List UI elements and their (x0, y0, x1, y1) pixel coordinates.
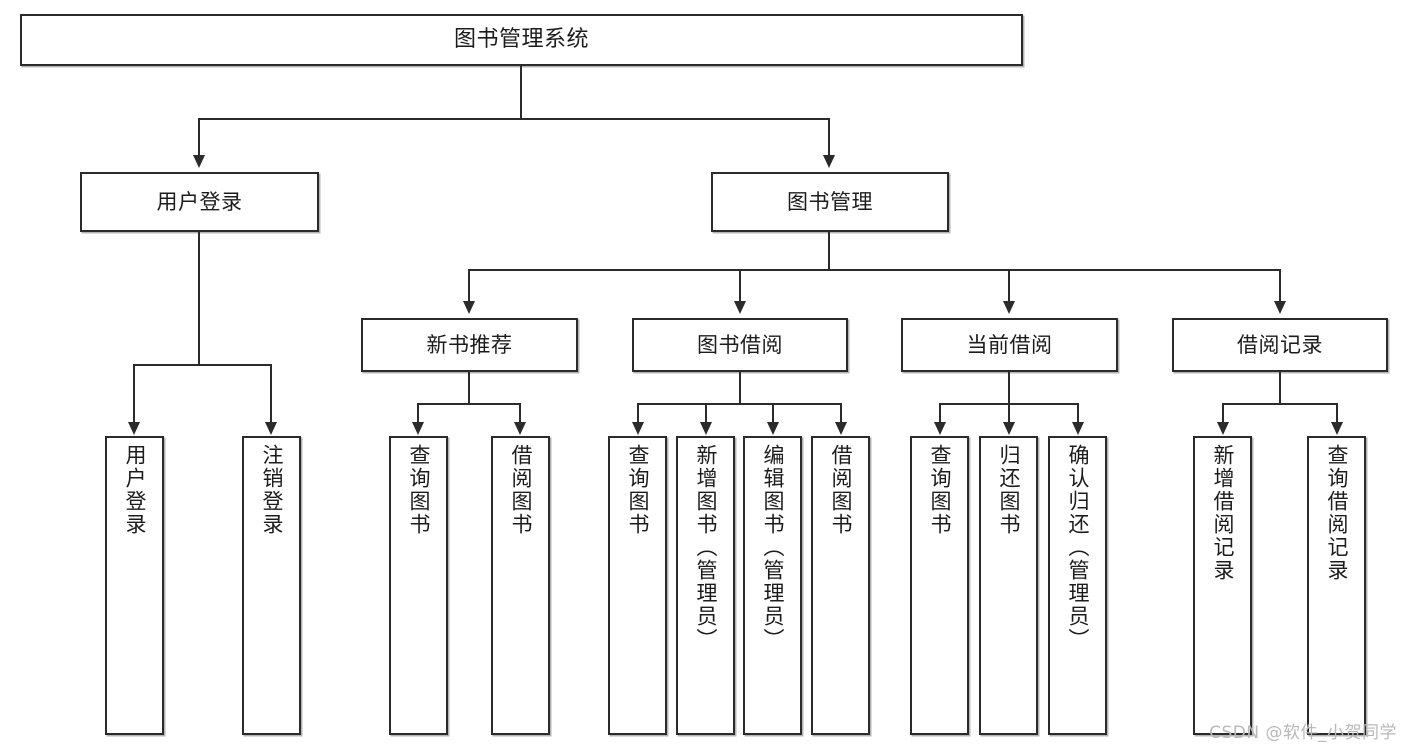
node-new-book-recommend[interactable]: 新书推荐 (361, 318, 578, 372)
arrow-to-book-manage (823, 155, 835, 168)
arrow-book-borrow-leaf-3 (767, 422, 779, 435)
leaf-borrow-record-query[interactable]: 查询借阅记录 (1307, 436, 1366, 735)
node-label: 用户登录 (123, 444, 147, 536)
leaf-new-book-borrow[interactable]: 借阅图书 (491, 436, 550, 735)
connector-current-borrow-leaf-2 (1008, 403, 1010, 422)
connector-book-borrow-leaf-4 (840, 403, 842, 422)
node-label: 确认归还（管理员） (1066, 444, 1090, 651)
connector-new-book-leaf-2 (519, 403, 521, 422)
node-label: 注销登录 (260, 444, 284, 536)
connector-root-stem (520, 66, 522, 119)
arrow-current-borrow-leaf-1 (934, 422, 946, 435)
leaf-book-borrow-query[interactable]: 查询图书 (608, 436, 667, 735)
arrow-borrow-record-leaf-2 (1331, 422, 1343, 435)
arrow-to-new-book (463, 301, 475, 314)
connector-borrow-record-leaf-2 (1336, 403, 1338, 422)
connector-root-bus (198, 118, 830, 120)
leaf-book-borrow-edit[interactable]: 编辑图书（管理员） (743, 436, 802, 735)
leaf-current-borrow-return[interactable]: 归还图书 (979, 436, 1038, 735)
node-label: 图书借阅 (697, 332, 783, 357)
leaf-current-borrow-confirm[interactable]: 确认归还（管理员） (1048, 436, 1107, 735)
connector-to-new-book (468, 269, 470, 301)
connector-borrow-record-stem (1279, 372, 1281, 404)
connector-user-login-stem (198, 232, 200, 365)
connector-to-borrow-record (1279, 269, 1281, 301)
node-label: 查询图书 (626, 444, 650, 536)
connector-book-manage-bus (468, 269, 1280, 271)
arrow-user-login-leaf-2 (265, 422, 277, 435)
node-label: 查询借阅记录 (1325, 444, 1349, 582)
arrow-to-user-login (193, 155, 205, 168)
node-label: 借阅图书 (829, 444, 853, 536)
arrow-book-borrow-leaf-4 (835, 422, 847, 435)
connector-to-book-manage (828, 118, 830, 155)
leaf-user-login-login[interactable]: 用户登录 (105, 436, 164, 735)
connector-borrow-record-bus (1222, 403, 1338, 405)
node-label: 用户登录 (156, 189, 243, 214)
leaf-new-book-query[interactable]: 查询图书 (389, 436, 448, 735)
leaf-book-borrow-borrow[interactable]: 借阅图书 (811, 436, 870, 735)
connector-book-borrow-leaf-1 (637, 403, 639, 422)
node-label: 归还图书 (997, 444, 1021, 536)
connector-book-borrow-bus (637, 403, 842, 405)
node-book-management[interactable]: 图书管理 (711, 172, 949, 232)
arrow-to-book-borrow (734, 301, 746, 314)
connector-new-book-bus (417, 403, 521, 405)
connector-to-current-borrow (1008, 269, 1010, 301)
arrow-current-borrow-leaf-2 (1003, 422, 1015, 435)
node-label: 查询图书 (928, 444, 952, 536)
connector-current-borrow-leaf-3 (1077, 403, 1079, 422)
node-label: 借阅记录 (1237, 332, 1323, 357)
arrow-user-login-leaf-1 (128, 422, 140, 435)
node-label: 编辑图书（管理员） (761, 444, 785, 651)
arrow-borrow-record-leaf-1 (1217, 422, 1229, 435)
node-book-borrow[interactable]: 图书借阅 (632, 318, 848, 372)
leaf-user-login-logout[interactable]: 注销登录 (242, 436, 301, 735)
arrow-to-current-borrow (1003, 301, 1015, 314)
node-current-borrow[interactable]: 当前借阅 (901, 318, 1118, 372)
connector-user-login-leaf-2 (270, 364, 272, 422)
node-label: 查询图书 (407, 444, 431, 536)
leaf-current-borrow-query[interactable]: 查询图书 (910, 436, 969, 735)
connector-current-borrow-leaf-1 (939, 403, 941, 422)
leaf-book-borrow-add[interactable]: 新增图书（管理员） (676, 436, 735, 735)
arrow-to-borrow-record (1274, 301, 1286, 314)
leaf-borrow-record-add[interactable]: 新增借阅记录 (1193, 436, 1252, 735)
arrow-book-borrow-leaf-1 (632, 422, 644, 435)
arrow-new-book-leaf-2 (514, 422, 526, 435)
arrow-new-book-leaf-1 (412, 422, 424, 435)
node-borrow-record[interactable]: 借阅记录 (1172, 318, 1388, 372)
node-label: 新书推荐 (426, 332, 513, 357)
arrow-book-borrow-leaf-2 (700, 422, 712, 435)
node-user-login[interactable]: 用户登录 (80, 172, 319, 232)
node-label: 借阅图书 (509, 444, 533, 536)
connector-book-borrow-leaf-3 (772, 403, 774, 422)
connector-new-book-stem (468, 372, 470, 404)
node-label: 新增借阅记录 (1211, 444, 1235, 582)
connector-to-book-borrow (739, 269, 741, 301)
connector-book-manage-stem (828, 232, 830, 270)
node-root-system[interactable]: 图书管理系统 (20, 14, 1023, 66)
connector-user-login-leaf-1 (133, 364, 135, 422)
connector-user-login-bus (133, 364, 271, 366)
connector-book-borrow-leaf-2 (705, 403, 707, 422)
connector-new-book-leaf-1 (417, 403, 419, 422)
arrow-current-borrow-leaf-3 (1072, 422, 1084, 435)
connector-to-user-login (198, 118, 200, 155)
connector-borrow-record-leaf-1 (1222, 403, 1224, 422)
node-label: 当前借阅 (966, 332, 1053, 357)
node-label: 新增图书（管理员） (694, 444, 718, 651)
connector-book-borrow-stem (739, 372, 741, 404)
node-label: 图书管理系统 (453, 27, 589, 53)
connector-current-borrow-stem (1008, 372, 1010, 404)
node-label: 图书管理 (787, 189, 873, 214)
